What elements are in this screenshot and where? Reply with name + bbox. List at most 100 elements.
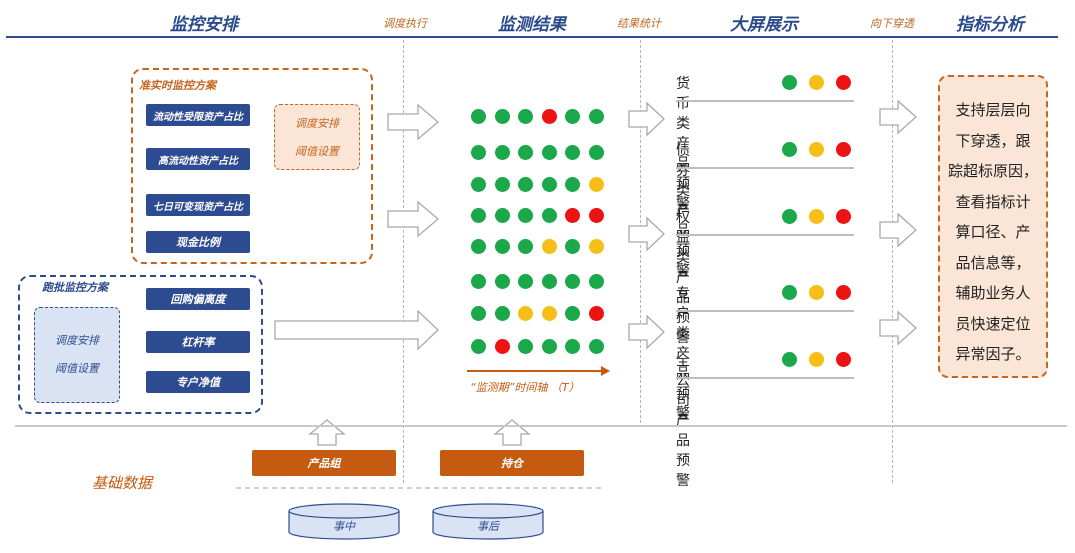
status-dot: [494, 239, 510, 254]
analysis-line: 辅助业务人: [955, 284, 1031, 302]
item-account-nav[interactable]: 专户净值: [146, 371, 250, 393]
header-divider: [6, 36, 1058, 38]
warning-label[interactable]: 全公司产品预警: [676, 353, 690, 489]
item-seven-day-realizable[interactable]: 七日可变现资产占比: [146, 194, 250, 216]
status-dot: [494, 339, 510, 354]
analysis-text: 支持层层向下穿透，跟踪超标原因，查看指标计算口径、产品信息等，辅助业务人员快速定…: [940, 95, 1046, 370]
status-dot: [541, 145, 557, 160]
db-in-label[interactable]: 事中: [333, 520, 355, 533]
warning-dot: [782, 209, 797, 224]
batch-settings[interactable]: 调度安排 阈值设置: [34, 307, 120, 403]
arrow-drill-2: [879, 212, 917, 248]
status-dot: [588, 306, 604, 321]
status-dot: [494, 274, 510, 289]
arrow-stats-3: [628, 314, 665, 350]
header-drill-down: 向下穿透: [870, 17, 914, 30]
arrow-exec-1: [387, 103, 440, 141]
warning-label[interactable]: 债券类产品预警: [676, 143, 690, 279]
header-result-stats: 结果统计: [617, 17, 661, 30]
near-real-time-title: 准实时监控方案: [139, 79, 216, 92]
holdings-button[interactable]: 持仓: [440, 450, 584, 476]
warning-dot: [809, 285, 824, 300]
status-dot: [471, 177, 486, 192]
status-dot: [588, 109, 604, 124]
status-dot: [541, 339, 557, 354]
status-dot: [541, 208, 557, 223]
batch-threshold-label: 阈值设置: [55, 362, 99, 375]
item-leverage[interactable]: 杠杆率: [146, 331, 250, 353]
status-dot: [541, 239, 557, 254]
status-dot: [471, 239, 486, 254]
warning-underline: [676, 310, 854, 312]
status-dot: [588, 339, 604, 354]
status-dot: [541, 109, 557, 124]
status-dot: [494, 306, 510, 321]
status-dot: [518, 177, 533, 192]
status-dot: [541, 306, 557, 321]
arrow-stats-2: [628, 216, 665, 252]
analysis-line: 异常因子。: [955, 345, 1031, 363]
db-cylinder-in: [288, 503, 400, 540]
timeline-arrowhead: [601, 366, 610, 376]
threshold-setting-label: 阈值设置: [295, 145, 339, 158]
status-dot: [471, 339, 486, 354]
status-dot: [588, 177, 604, 192]
status-dot: [471, 208, 486, 223]
warning-dot: [809, 209, 824, 224]
warning-dot: [836, 75, 851, 90]
warning-underline: [676, 167, 854, 169]
analysis-line: 踪超标原因，: [947, 162, 1038, 180]
warning-dot: [782, 75, 797, 90]
status-dot: [471, 306, 486, 321]
arrow-exec-3: [274, 309, 439, 351]
status-dot: [565, 339, 580, 354]
arrow-stats-1: [628, 101, 665, 137]
warning-label[interactable]: 专户类产品预警: [676, 286, 690, 422]
item-repo-deviation[interactable]: 回购偏离度: [146, 288, 250, 310]
status-dot: [565, 109, 580, 124]
analysis-line: 支持层层向: [955, 101, 1031, 119]
warning-dot: [809, 75, 824, 90]
analysis-line: 品信息等，: [955, 253, 1031, 272]
status-dot: [565, 306, 580, 321]
warning-dot: [782, 142, 797, 157]
status-dot: [471, 274, 486, 289]
near-real-time-settings[interactable]: 调度安排 阈值设置: [274, 104, 360, 170]
product-group-button[interactable]: 产品组: [252, 450, 396, 476]
db-after-label[interactable]: 事后: [477, 520, 499, 533]
arrow-drill-1: [879, 99, 917, 135]
warning-underline: [676, 100, 854, 102]
analysis-box: 支持层层向下穿透，跟踪超标原因，查看指标计算口径、产品信息等，辅助业务人员快速定…: [938, 75, 1048, 378]
status-dot: [541, 274, 557, 289]
divider-exec: [403, 40, 404, 483]
item-high-liquidity[interactable]: 高流动性资产占比: [146, 148, 250, 170]
base-data-label: 基础数据: [92, 474, 153, 492]
status-dot: [588, 274, 604, 289]
status-dot: [518, 274, 533, 289]
warning-dot: [836, 142, 851, 157]
arrow-up-2: [493, 419, 531, 446]
item-restricted-liquidity[interactable]: 流动性受限资产占比: [146, 104, 250, 126]
warning-dot: [809, 352, 824, 367]
status-dot: [541, 177, 557, 192]
header-monitor-schedule: 监控安排: [170, 15, 238, 35]
warning-label[interactable]: 权益类产品预警: [676, 210, 690, 346]
batch-box: [18, 275, 263, 414]
item-cash-ratio[interactable]: 现金比例: [146, 231, 250, 253]
status-dot: [588, 239, 604, 254]
divider-drill: [892, 40, 893, 483]
status-dot: [518, 109, 533, 124]
status-dot: [518, 145, 533, 160]
analysis-line: 下穿透，跟: [955, 131, 1031, 150]
status-dot: [471, 145, 486, 160]
status-dot: [494, 177, 510, 192]
batch-schedule-label: 调度安排: [55, 334, 99, 347]
status-dot: [565, 274, 580, 289]
status-dot: [494, 208, 510, 223]
timeline-label: “监测期”时间轴 （T）: [470, 381, 580, 394]
status-dot: [565, 177, 580, 192]
status-dot: [518, 306, 533, 321]
status-dot: [494, 109, 510, 124]
status-dot: [588, 208, 604, 223]
